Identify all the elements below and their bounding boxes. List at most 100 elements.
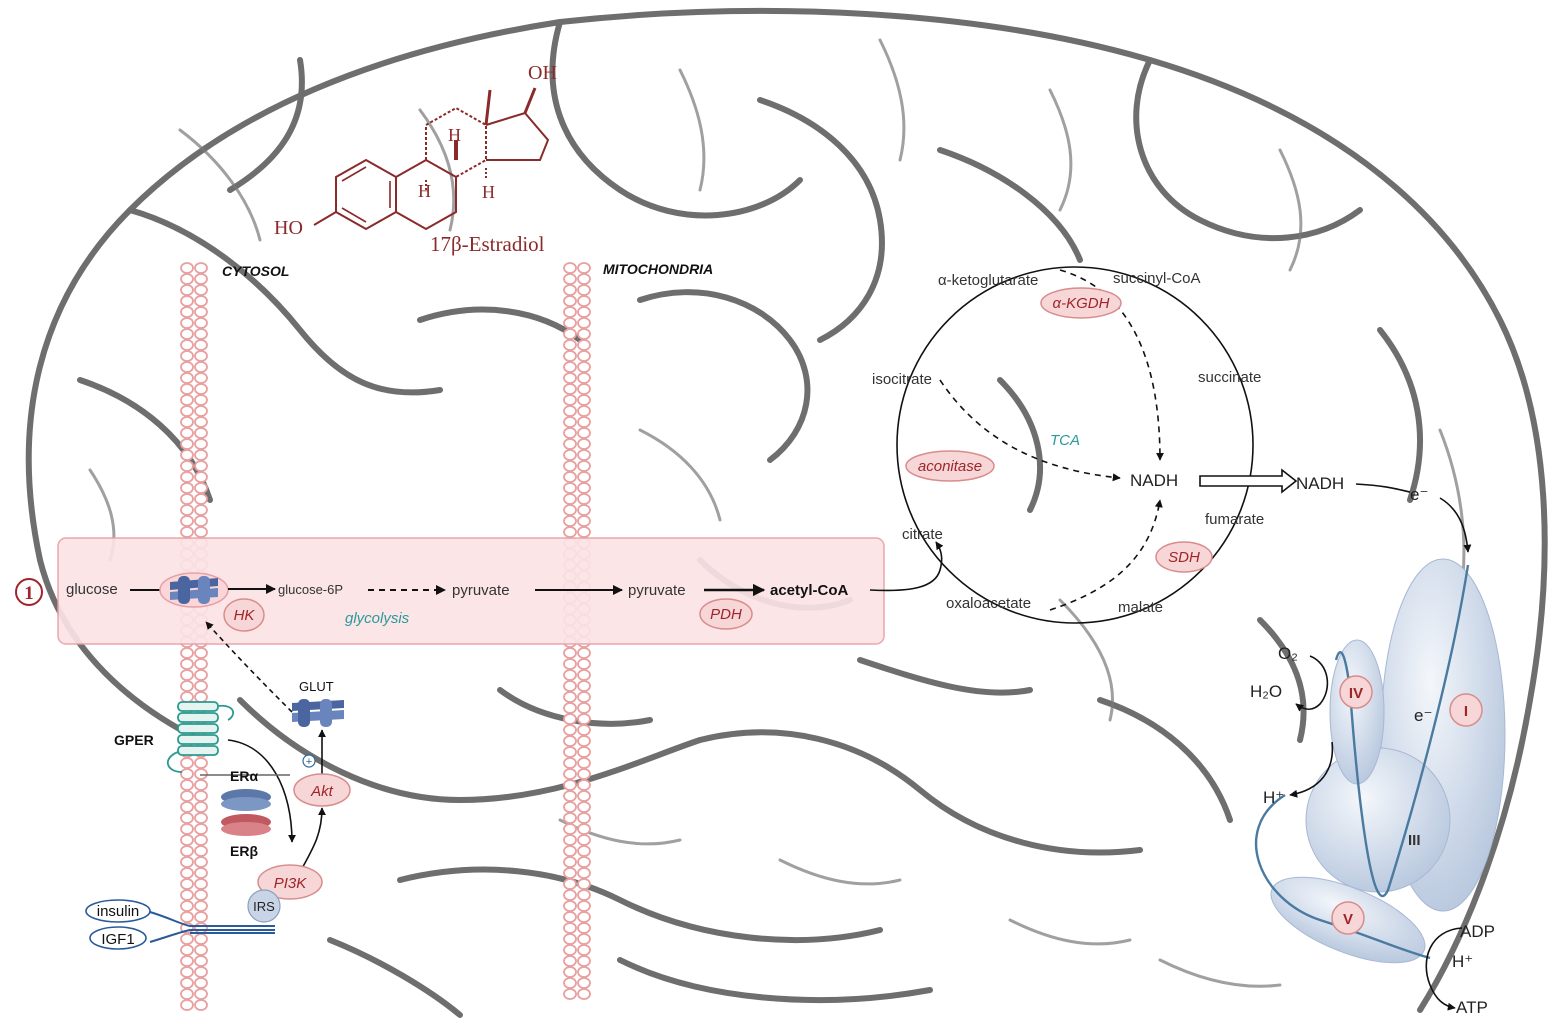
lipid-head — [578, 494, 590, 504]
lipid-head — [578, 692, 590, 702]
lipid-head — [195, 857, 207, 867]
lipid-head — [564, 373, 576, 383]
lipid-head — [195, 934, 207, 944]
lipid-head — [578, 901, 590, 911]
succinate-label: succinate — [1198, 369, 1261, 386]
lipid-head — [195, 659, 207, 669]
lipid-head — [578, 659, 590, 669]
lipid-head — [195, 296, 207, 306]
lipid-head — [564, 659, 576, 669]
lipid-head — [564, 285, 576, 295]
lipid-head — [564, 912, 576, 922]
lipid-head — [564, 461, 576, 471]
lipid-head — [195, 989, 207, 999]
lipid-head — [564, 692, 576, 702]
lipid-head — [195, 967, 207, 977]
tca-electron-label: e⁻ — [1410, 485, 1428, 504]
lipid-head — [578, 736, 590, 746]
lipid-head — [564, 329, 576, 339]
pdh-enzyme: PDH — [700, 599, 752, 629]
irs-label: IRS — [253, 899, 275, 914]
lipid-head — [181, 351, 193, 361]
lipid-head — [181, 472, 193, 482]
lipid-head — [181, 307, 193, 317]
lipid-head — [195, 505, 207, 515]
lipid-head — [578, 505, 590, 515]
lipid-head — [195, 780, 207, 790]
lipid-head — [181, 967, 193, 977]
lipid-head — [195, 417, 207, 427]
lipid-head — [195, 978, 207, 988]
lipid-head — [181, 362, 193, 372]
lipid-head — [578, 780, 590, 790]
lipid-head — [578, 923, 590, 933]
lipid-head — [578, 450, 590, 460]
lipid-head — [578, 340, 590, 350]
akt-label: Akt — [310, 783, 334, 800]
lipid-head — [578, 681, 590, 691]
nadh-outer-label: NADH — [1296, 474, 1344, 493]
lipid-head — [564, 340, 576, 350]
lipid-head — [564, 967, 576, 977]
lipid-head — [195, 923, 207, 933]
lipid-head — [578, 967, 590, 977]
estradiol-h-label-1: H — [448, 125, 461, 145]
lipid-head — [578, 703, 590, 713]
lipid-head — [578, 428, 590, 438]
lipid-head — [181, 879, 193, 889]
lipid-head — [564, 857, 576, 867]
aconitase-label: aconitase — [918, 458, 982, 475]
lipid-head — [578, 835, 590, 845]
lipid-head — [181, 395, 193, 405]
lipid-head — [564, 890, 576, 900]
lipid-head — [564, 472, 576, 482]
lipid-head — [564, 703, 576, 713]
lipid-head — [564, 868, 576, 878]
lipid-head — [564, 923, 576, 933]
h2o-label: H₂O — [1250, 682, 1282, 701]
lipid-head — [181, 285, 193, 295]
lipid-head — [578, 868, 590, 878]
lipid-head — [564, 362, 576, 372]
lipid-head — [564, 813, 576, 823]
lipid-head — [181, 494, 193, 504]
lipid-head — [195, 340, 207, 350]
lipid-head — [564, 395, 576, 405]
irs-adaptor: IRS — [248, 890, 280, 922]
lipid-head — [195, 813, 207, 823]
lipid-head — [195, 791, 207, 801]
lipid-head — [181, 758, 193, 768]
lipid-head — [181, 340, 193, 350]
fumarate-label: fumarate — [1205, 511, 1264, 528]
lipid-head — [181, 450, 193, 460]
lipid-head — [195, 1000, 207, 1010]
hk-label: HK — [234, 607, 256, 624]
lipid-head — [195, 681, 207, 691]
o2-label: O₂ — [1278, 644, 1298, 663]
akt-kinase: Akt — [294, 774, 350, 806]
lipid-head — [195, 285, 207, 295]
lipid-head — [564, 747, 576, 757]
lipid-head — [564, 989, 576, 999]
mitochondria-header: MITOCHONDRIA — [603, 261, 713, 277]
lipid-head — [195, 494, 207, 504]
lipid-head — [578, 978, 590, 988]
hk-enzyme: HK — [224, 599, 264, 631]
estradiol-oh-label: OH — [528, 62, 557, 84]
lipid-head — [564, 681, 576, 691]
lipid-head — [195, 527, 207, 537]
lipid-head — [195, 450, 207, 460]
lipid-head — [564, 780, 576, 790]
pi3k-akt-arrow — [300, 808, 322, 872]
lipid-head — [564, 296, 576, 306]
lipid-head — [578, 989, 590, 999]
lipid-head — [181, 956, 193, 966]
lipid-head — [195, 802, 207, 812]
lipid-head — [195, 395, 207, 405]
lipid-head — [181, 692, 193, 702]
lipid-head — [181, 263, 193, 273]
tca-cycle: α-ketoglutarate succinyl-CoA α-KGDH isoc… — [872, 267, 1468, 623]
lipid-head — [564, 505, 576, 515]
lipid-head — [181, 527, 193, 537]
lipid-head — [195, 835, 207, 845]
